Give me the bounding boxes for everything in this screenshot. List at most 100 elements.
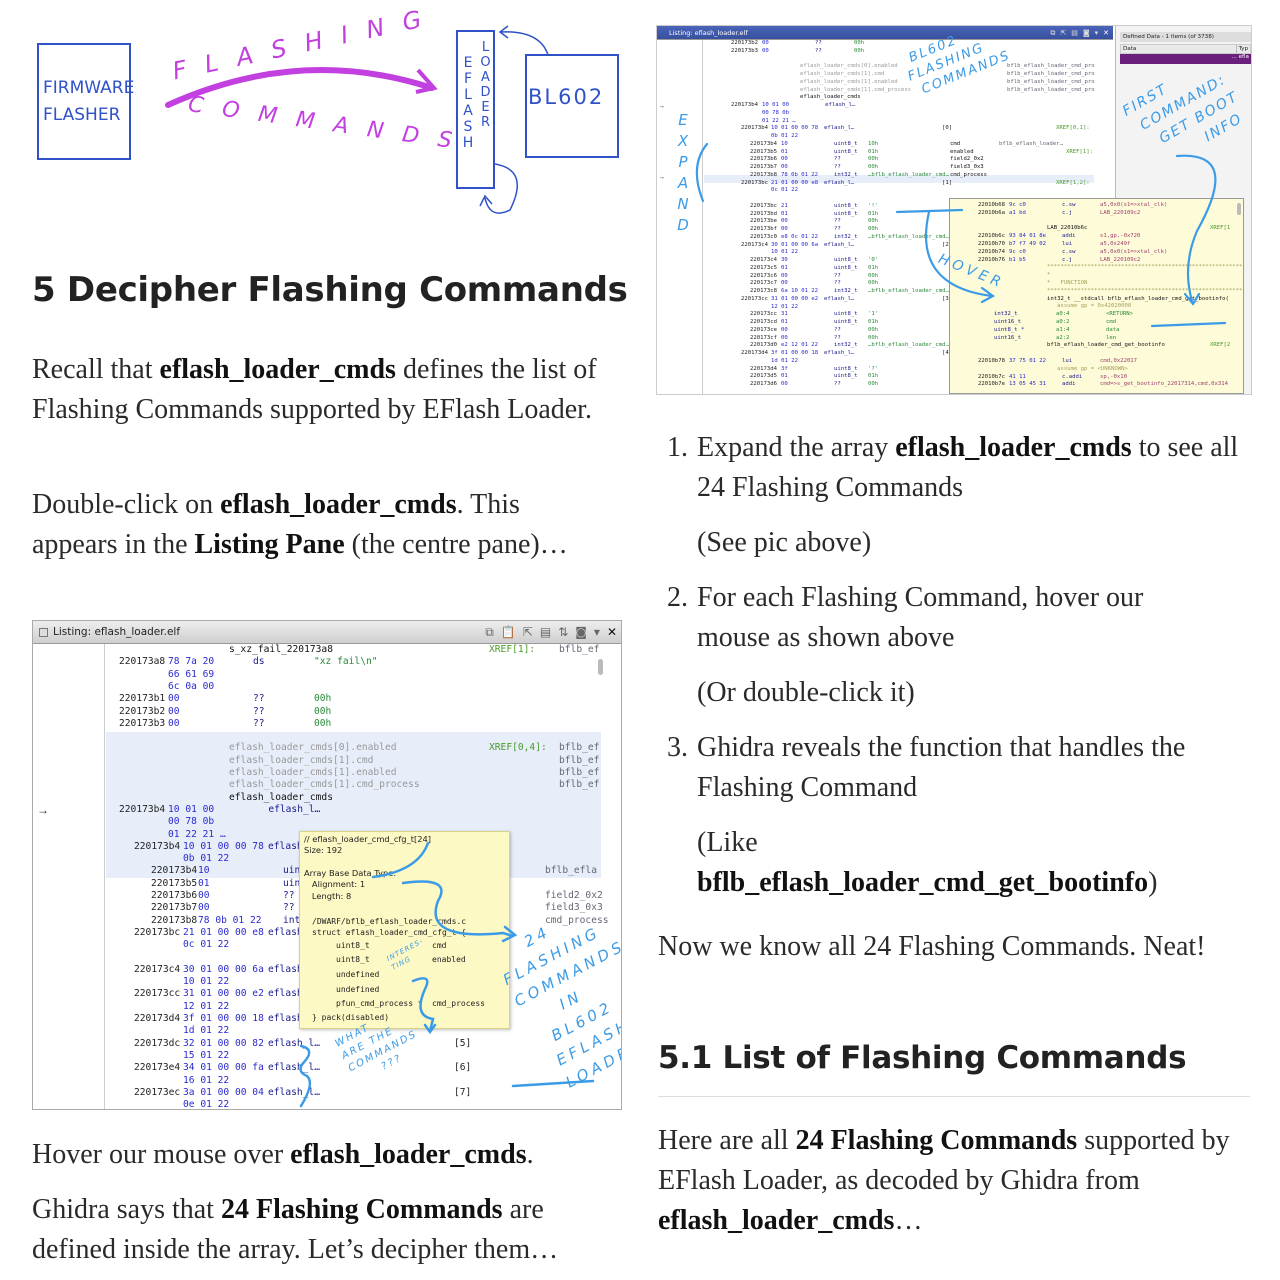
- listing-row[interactable]: 16 01 22: [33, 1075, 621, 1087]
- copy-icon[interactable]: ⧉: [485, 625, 494, 639]
- scrollbar[interactable]: [598, 659, 603, 675]
- listing-row[interactable]: 01 22 21 …: [33, 829, 621, 841]
- close-icon[interactable]: ✕: [606, 625, 617, 639]
- listing-row[interactable]: [33, 730, 621, 742]
- listing-row[interactable]: [657, 56, 1113, 64]
- listing-row[interactable]: 0c 01 22: [33, 939, 621, 951]
- listing-row[interactable]: 1d 01 22: [657, 358, 1113, 366]
- listing-row[interactable]: 1d 01 22: [33, 1025, 621, 1037]
- listing-row[interactable]: eflash_loader_cmds: [33, 792, 621, 804]
- listing-row[interactable]: eflash_loader_cmds: [657, 94, 1113, 102]
- listing-row[interactable]: *: [950, 272, 1235, 280]
- snapshot-icon[interactable]: ◙: [1082, 29, 1090, 37]
- cursor-icon[interactable]: ⇱: [522, 625, 533, 639]
- listing-row[interactable]: 15 01 22: [33, 1050, 621, 1062]
- listing-row[interactable]: 0e 01 22: [33, 1099, 621, 1109]
- listing-row[interactable]: [950, 218, 1235, 226]
- listing-row[interactable]: assume gp = <UNKNOWN>: [950, 366, 1235, 374]
- listing-row[interactable]: ****************************************…: [950, 264, 1243, 272]
- listing-row[interactable]: 0c 01 22: [657, 187, 1113, 195]
- copy-icon[interactable]: ⧉: [1050, 29, 1056, 37]
- snapshot-icon[interactable]: ◙: [575, 625, 587, 639]
- listing-row[interactable]: 00 78 0b: [657, 110, 1113, 118]
- popup-scrollbar[interactable]: [1237, 203, 1241, 215]
- listing-row[interactable]: 12 01 22: [657, 304, 1113, 312]
- listing-row[interactable]: 6c 0a 00: [33, 681, 621, 693]
- selected-data-row[interactable]: ... efla: [1120, 54, 1251, 64]
- listing-row[interactable]: 10 01 22: [657, 249, 1113, 257]
- field-icon[interactable]: ▤: [539, 625, 552, 639]
- listing-row[interactable]: * FUNCTION: [950, 280, 1235, 288]
- close-icon[interactable]: ✕: [1103, 29, 1109, 37]
- column-data[interactable]: Data: [1123, 46, 1137, 52]
- listing-row[interactable]: 10 01 22: [33, 976, 621, 988]
- paste-icon[interactable]: 📋: [500, 625, 516, 639]
- menu-icon[interactable]: ▾: [593, 625, 600, 639]
- listing-row[interactable]: 0b 01 22: [33, 853, 621, 865]
- listing-row[interactable]: [950, 350, 1235, 358]
- cursor-icon[interactable]: ⇱: [1060, 29, 1067, 37]
- listing-row[interactable]: 66 61 69: [33, 669, 621, 681]
- listing-row[interactable]: assume gp = 0x42020000: [950, 303, 1235, 311]
- listing-row[interactable]: 12 01 22: [33, 1001, 621, 1013]
